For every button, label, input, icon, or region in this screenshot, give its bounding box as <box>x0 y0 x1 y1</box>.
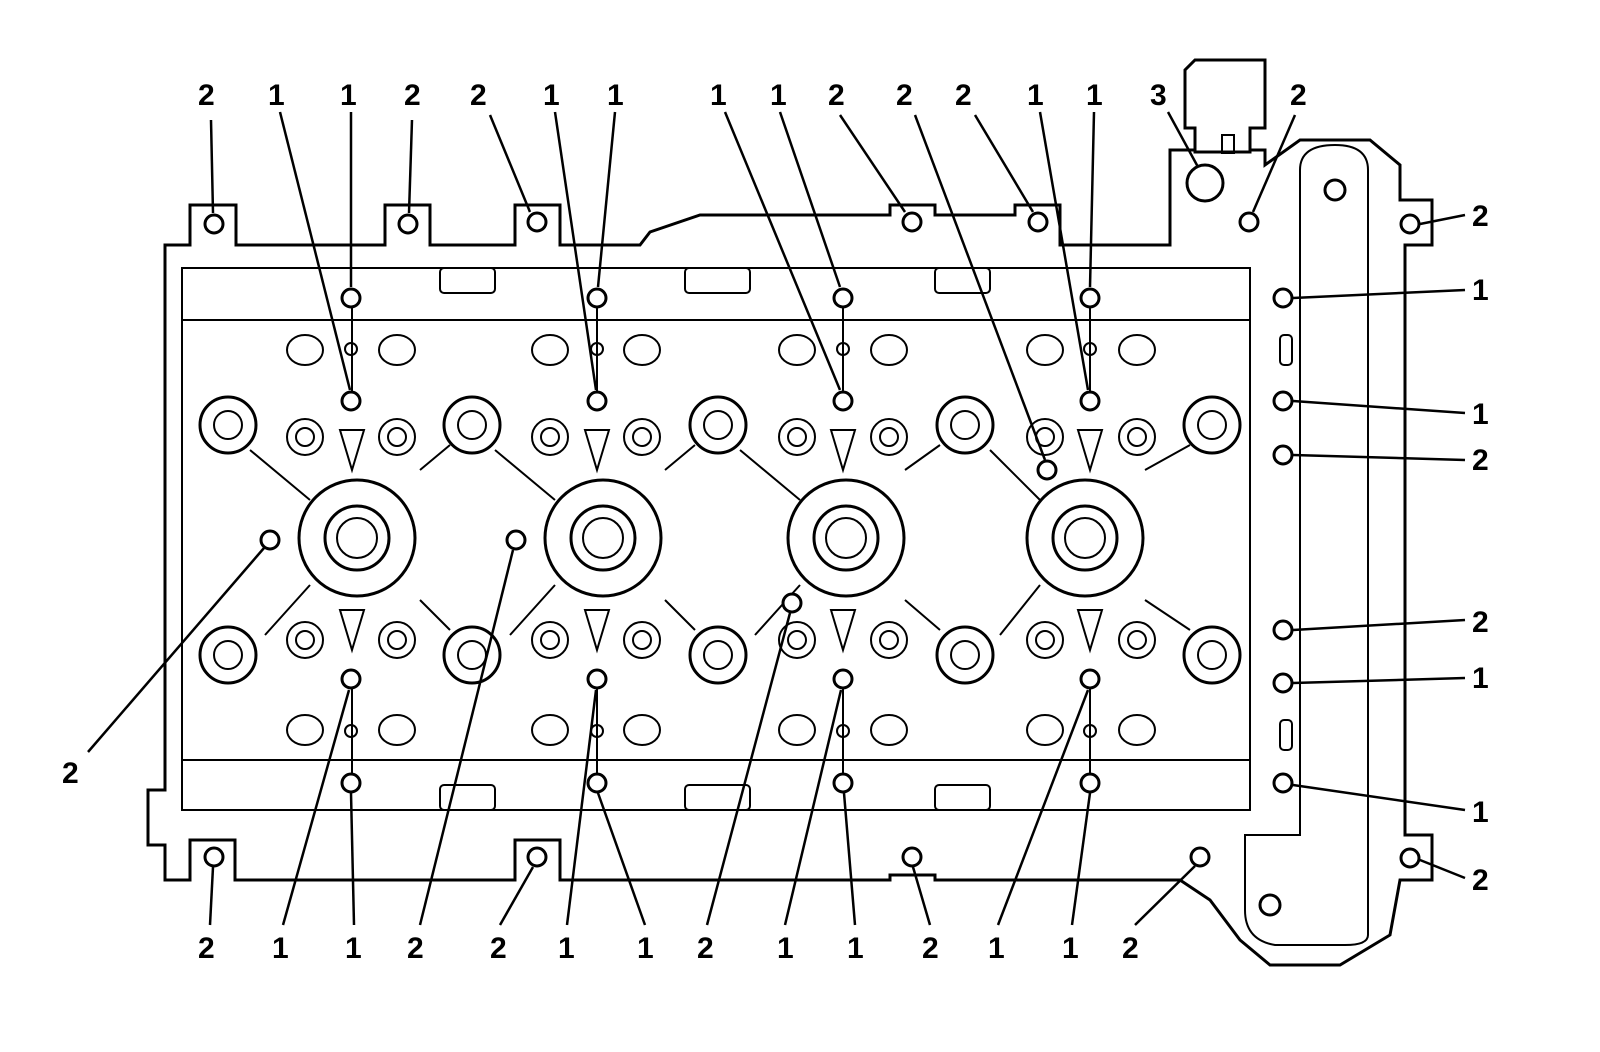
callout-label: 1 <box>988 932 1005 965</box>
callout-label: 2 <box>955 79 972 112</box>
callout-label: 2 <box>697 932 714 965</box>
callout-label: 2 <box>198 932 215 965</box>
callout-label: 1 <box>1472 796 1489 829</box>
callout-label: 1 <box>1472 274 1489 307</box>
callout-label: 1 <box>710 79 727 112</box>
callout-label: 1 <box>777 932 794 965</box>
callout-label: 2 <box>896 79 913 112</box>
callout-label: 1 <box>543 79 560 112</box>
callout-label: 1 <box>607 79 624 112</box>
callout-label: 1 <box>340 79 357 112</box>
callout-label: 2 <box>62 757 79 790</box>
callout-label: 2 <box>1472 606 1489 639</box>
callout-label: 2 <box>1290 79 1307 112</box>
callout-label: 3 <box>1150 79 1167 112</box>
callout-label: 2 <box>1472 200 1489 233</box>
callout-label: 1 <box>770 79 787 112</box>
valve-studs <box>286 418 1156 659</box>
callout-label: 1 <box>558 932 575 965</box>
cam-bosses <box>198 395 1242 685</box>
sensor-mount-3 <box>1185 163 1225 203</box>
callout-label: 2 <box>407 932 424 965</box>
callout-label: 1 <box>1472 662 1489 695</box>
callout-label: 1 <box>637 932 654 965</box>
callout-label: 1 <box>272 932 289 965</box>
callout-label: 1 <box>345 932 362 965</box>
callout-label: 2 <box>1122 932 1139 965</box>
callout-label: 1 <box>1086 79 1103 112</box>
callout-label: 2 <box>198 79 215 112</box>
ribs <box>249 300 1191 780</box>
callout-labels: 2 1 1 2 2 1 1 1 1 2 2 2 1 1 3 2 2 1 1 2 … <box>62 79 1489 965</box>
callout-label: 1 <box>847 932 864 965</box>
spark-plug-towers <box>297 478 1145 598</box>
callout-label: 1 <box>1027 79 1044 112</box>
callout-label: 1 <box>1062 932 1079 965</box>
callout-label: 2 <box>1472 864 1489 897</box>
callout-label: 2 <box>490 932 507 965</box>
lifter-bores <box>286 267 1293 811</box>
bolt-holes <box>203 178 1421 917</box>
connector-housing <box>1183 58 1267 203</box>
callout-label: 2 <box>922 932 939 965</box>
callout-label: 2 <box>1472 444 1489 477</box>
callout-label: 1 <box>1472 398 1489 431</box>
callout-label: 1 <box>268 79 285 112</box>
callout-label: 2 <box>404 79 421 112</box>
leader-lines <box>87 111 1466 926</box>
callout-label: 2 <box>470 79 487 112</box>
callout-label: 2 <box>828 79 845 112</box>
